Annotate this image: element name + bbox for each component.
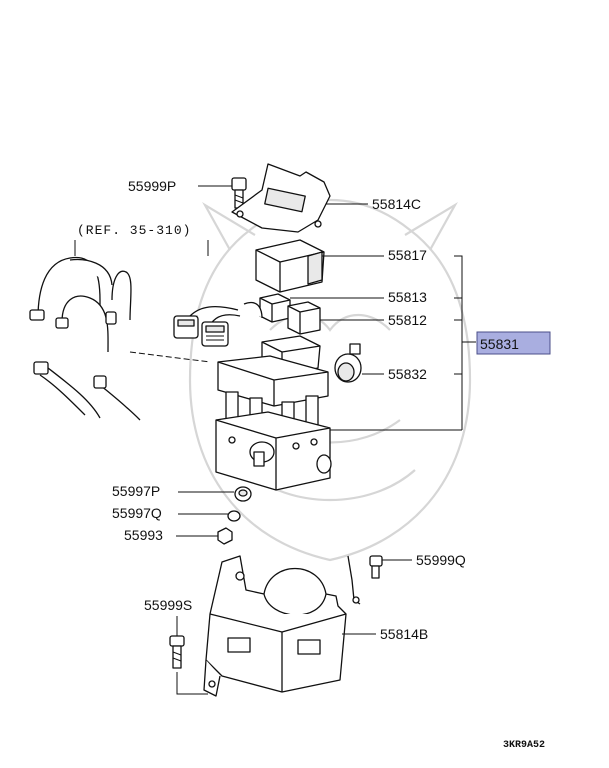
bolt-55999q (347, 555, 383, 605)
callout-55814b: 55814B (380, 626, 428, 642)
grommet-55997q (227, 510, 241, 522)
hydraulic-unit (215, 335, 332, 491)
callout-55831: 55831 (480, 336, 519, 352)
callout-55997p: 55997P (112, 483, 160, 499)
bracket-55814b (203, 555, 347, 697)
callout-55997q: 55997Q (112, 505, 162, 521)
nut-55993 (217, 527, 233, 545)
callout-55814c: 55814C (372, 196, 421, 212)
relay-55813 (259, 293, 291, 323)
callout-55999q: 55999Q (416, 552, 466, 568)
callout-55999s: 55999S (144, 597, 192, 613)
pipe-connection-line (129, 351, 211, 363)
grommet-55997p (234, 486, 252, 502)
callout-55999p: 55999P (128, 178, 176, 194)
bracket-55814c (231, 163, 331, 233)
callout-55832: 55832 (388, 366, 427, 382)
sensor-55832 (334, 343, 362, 383)
cover-55817 (255, 239, 325, 293)
callout-55993: 55993 (124, 527, 163, 543)
callout-55817: 55817 (388, 247, 427, 263)
brake-pipes (29, 256, 141, 421)
callout-55813: 55813 (388, 289, 427, 305)
bolt-55999s (169, 635, 185, 669)
assembly-bracket (454, 255, 463, 430)
drawing-code: 3KR9A52 (503, 740, 545, 751)
reference-note: (REF. 35-310) (77, 223, 191, 238)
assembly-highlight (476, 331, 551, 355)
relay-55812 (287, 301, 321, 335)
wiring-harness (173, 301, 263, 347)
callout-55812: 55812 (388, 312, 427, 328)
